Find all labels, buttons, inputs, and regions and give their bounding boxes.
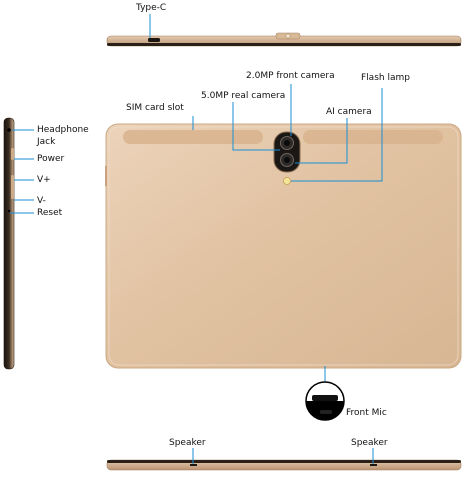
speaker-right-label: Speaker: [351, 438, 388, 448]
tablet-back: [105, 123, 462, 369]
right-antenna-strip: [303, 130, 443, 144]
ai-camera-label: AI camera: [326, 107, 372, 117]
speaker-left-grille: [190, 464, 197, 466]
front-mic-label: Front Mic: [346, 408, 387, 418]
flash-lamp-label: Flash lamp: [361, 73, 410, 83]
speaker-left-label: Speaker: [169, 438, 206, 448]
type-c-label: Type-C: [136, 3, 167, 13]
power-button: [11, 148, 14, 160]
top-hinge: [275, 32, 301, 40]
type-c-port: [148, 38, 160, 42]
top-edge-view: [106, 14, 462, 47]
front-mic-zoom: [305, 366, 345, 421]
rear-camera-label: 5.0MP real camera: [201, 91, 286, 101]
jack-label: Jack: [37, 137, 56, 147]
headphone-label: Headphone: [37, 125, 89, 135]
headphone-jack-hole: [7, 128, 11, 132]
left-antenna-strip: [123, 130, 263, 144]
power-label: Power: [37, 154, 65, 164]
volume-down-label: V-: [37, 196, 46, 206]
left-side-view: [3, 117, 34, 370]
front-camera-label: 2.0MP front camera: [246, 71, 335, 81]
sim-slot-label: SIM card slot: [126, 103, 184, 113]
bottom-edge-view: [106, 448, 462, 471]
volume-buttons: [11, 175, 14, 199]
reset-label: Reset: [37, 208, 63, 218]
volume-up-label: V+: [37, 175, 51, 185]
callout-lines: [192, 84, 383, 182]
reset-hole: [7, 209, 11, 213]
flash-lamp: [283, 177, 291, 185]
speaker-right-grille: [370, 464, 377, 466]
